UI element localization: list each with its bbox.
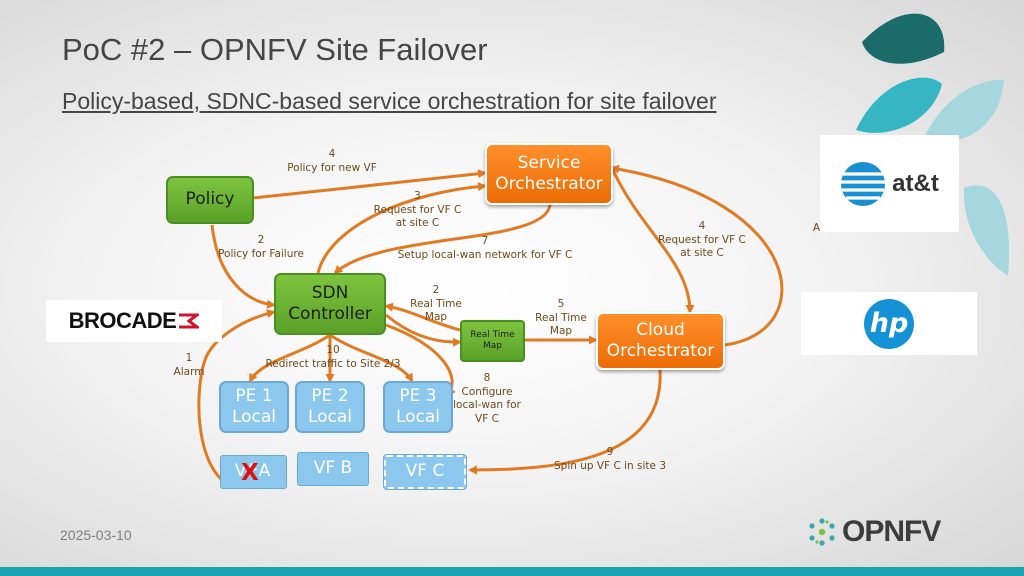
att-wordmark: at&t: [892, 169, 939, 197]
step-4-label: 4 Policy for new VF: [287, 148, 377, 174]
arrow-4-so-to-co: [610, 167, 695, 314]
att-globe-icon: [841, 161, 886, 206]
brocade-wordmark: BROCADE: [68, 308, 177, 333]
hp-circle-icon: hp: [864, 298, 914, 349]
arrow-1-alarm: [197, 309, 276, 482]
arrow-3-sdn-to-so: [316, 182, 487, 274]
slide-title: PoC #2 – OPNFV Site Failover: [62, 32, 488, 67]
arrow-9-co-to-vfc: [468, 369, 662, 475]
step-7-label: 7 Setup local-wan network for VF C: [397, 235, 573, 261]
step-3-label: 3 Request for VF C at site C: [373, 190, 462, 230]
step-8-label: 8 Configure local-wan for VF C: [453, 372, 521, 425]
failure-x-mark: X: [241, 460, 259, 486]
step-4b-label: 4 Request for VF C at site C: [658, 220, 746, 260]
pe3-box: PE 3 Local: [383, 381, 453, 433]
service-orchestrator-box: Service Orchestrator: [485, 143, 613, 205]
cloud-orchestrator-box: Cloud Orchestrator: [596, 312, 725, 370]
policy-box: Policy: [166, 176, 254, 224]
arrow-4-policy-to-so: [252, 169, 487, 200]
hp-wordmark: hp: [869, 308, 909, 339]
opnfv-logo: OPNFV: [806, 515, 941, 549]
step-9-label: 9 Spin up VF C in site 3: [553, 446, 667, 472]
arrow-2-map-to-sdn: [384, 302, 461, 332]
step-1-label: 1 Alarm: [173, 352, 205, 378]
slide-subtitle: Policy-based, SDNC-based service orchest…: [62, 88, 717, 114]
hp-logo: hp: [801, 292, 977, 355]
arrow-7-so-to-sdn: [333, 204, 552, 275]
arrow-2-policy-to-sdn: [210, 224, 276, 309]
brocade-logo: BROCADE: [46, 300, 222, 342]
pe1-box: PE 1 Local: [219, 381, 289, 433]
step-2-policy-label: 2 Policy for Failure: [218, 234, 304, 260]
arrow-sdn-to-map: [385, 313, 462, 347]
vf-a-box: VFA X: [220, 455, 287, 489]
real-time-map-box: Real Time Map: [460, 320, 525, 362]
pe2-box: PE 2 Local: [295, 381, 365, 433]
bottom-accent-bar: [0, 567, 1024, 576]
decorative-leaves: [856, 13, 1010, 276]
opnfv-burst-icon: [809, 518, 835, 546]
arrow-co-to-so: [610, 164, 784, 347]
brocade-mark-icon: [179, 313, 200, 329]
vf-c-box: VF C: [383, 454, 467, 490]
att-logo: at&t: [820, 135, 959, 232]
step-2-map-label: 2 Real Time Map: [410, 284, 462, 324]
vf-b-box: VF B: [297, 452, 369, 486]
arrow-10-to-pe1: [248, 333, 331, 383]
sdn-controller-box: SDN Controller: [274, 273, 386, 335]
opnfv-wordmark: OPNFV: [842, 515, 941, 548]
step-5-label: 5 Real Time Map: [535, 298, 587, 338]
vf-a-label: VFA: [234, 461, 273, 482]
step-10-label: 10 Redirect traffic to Site 2/3: [265, 344, 401, 370]
slide-date: 2025-03-10: [60, 527, 132, 543]
arrow-10-to-pe3: [329, 333, 414, 383]
